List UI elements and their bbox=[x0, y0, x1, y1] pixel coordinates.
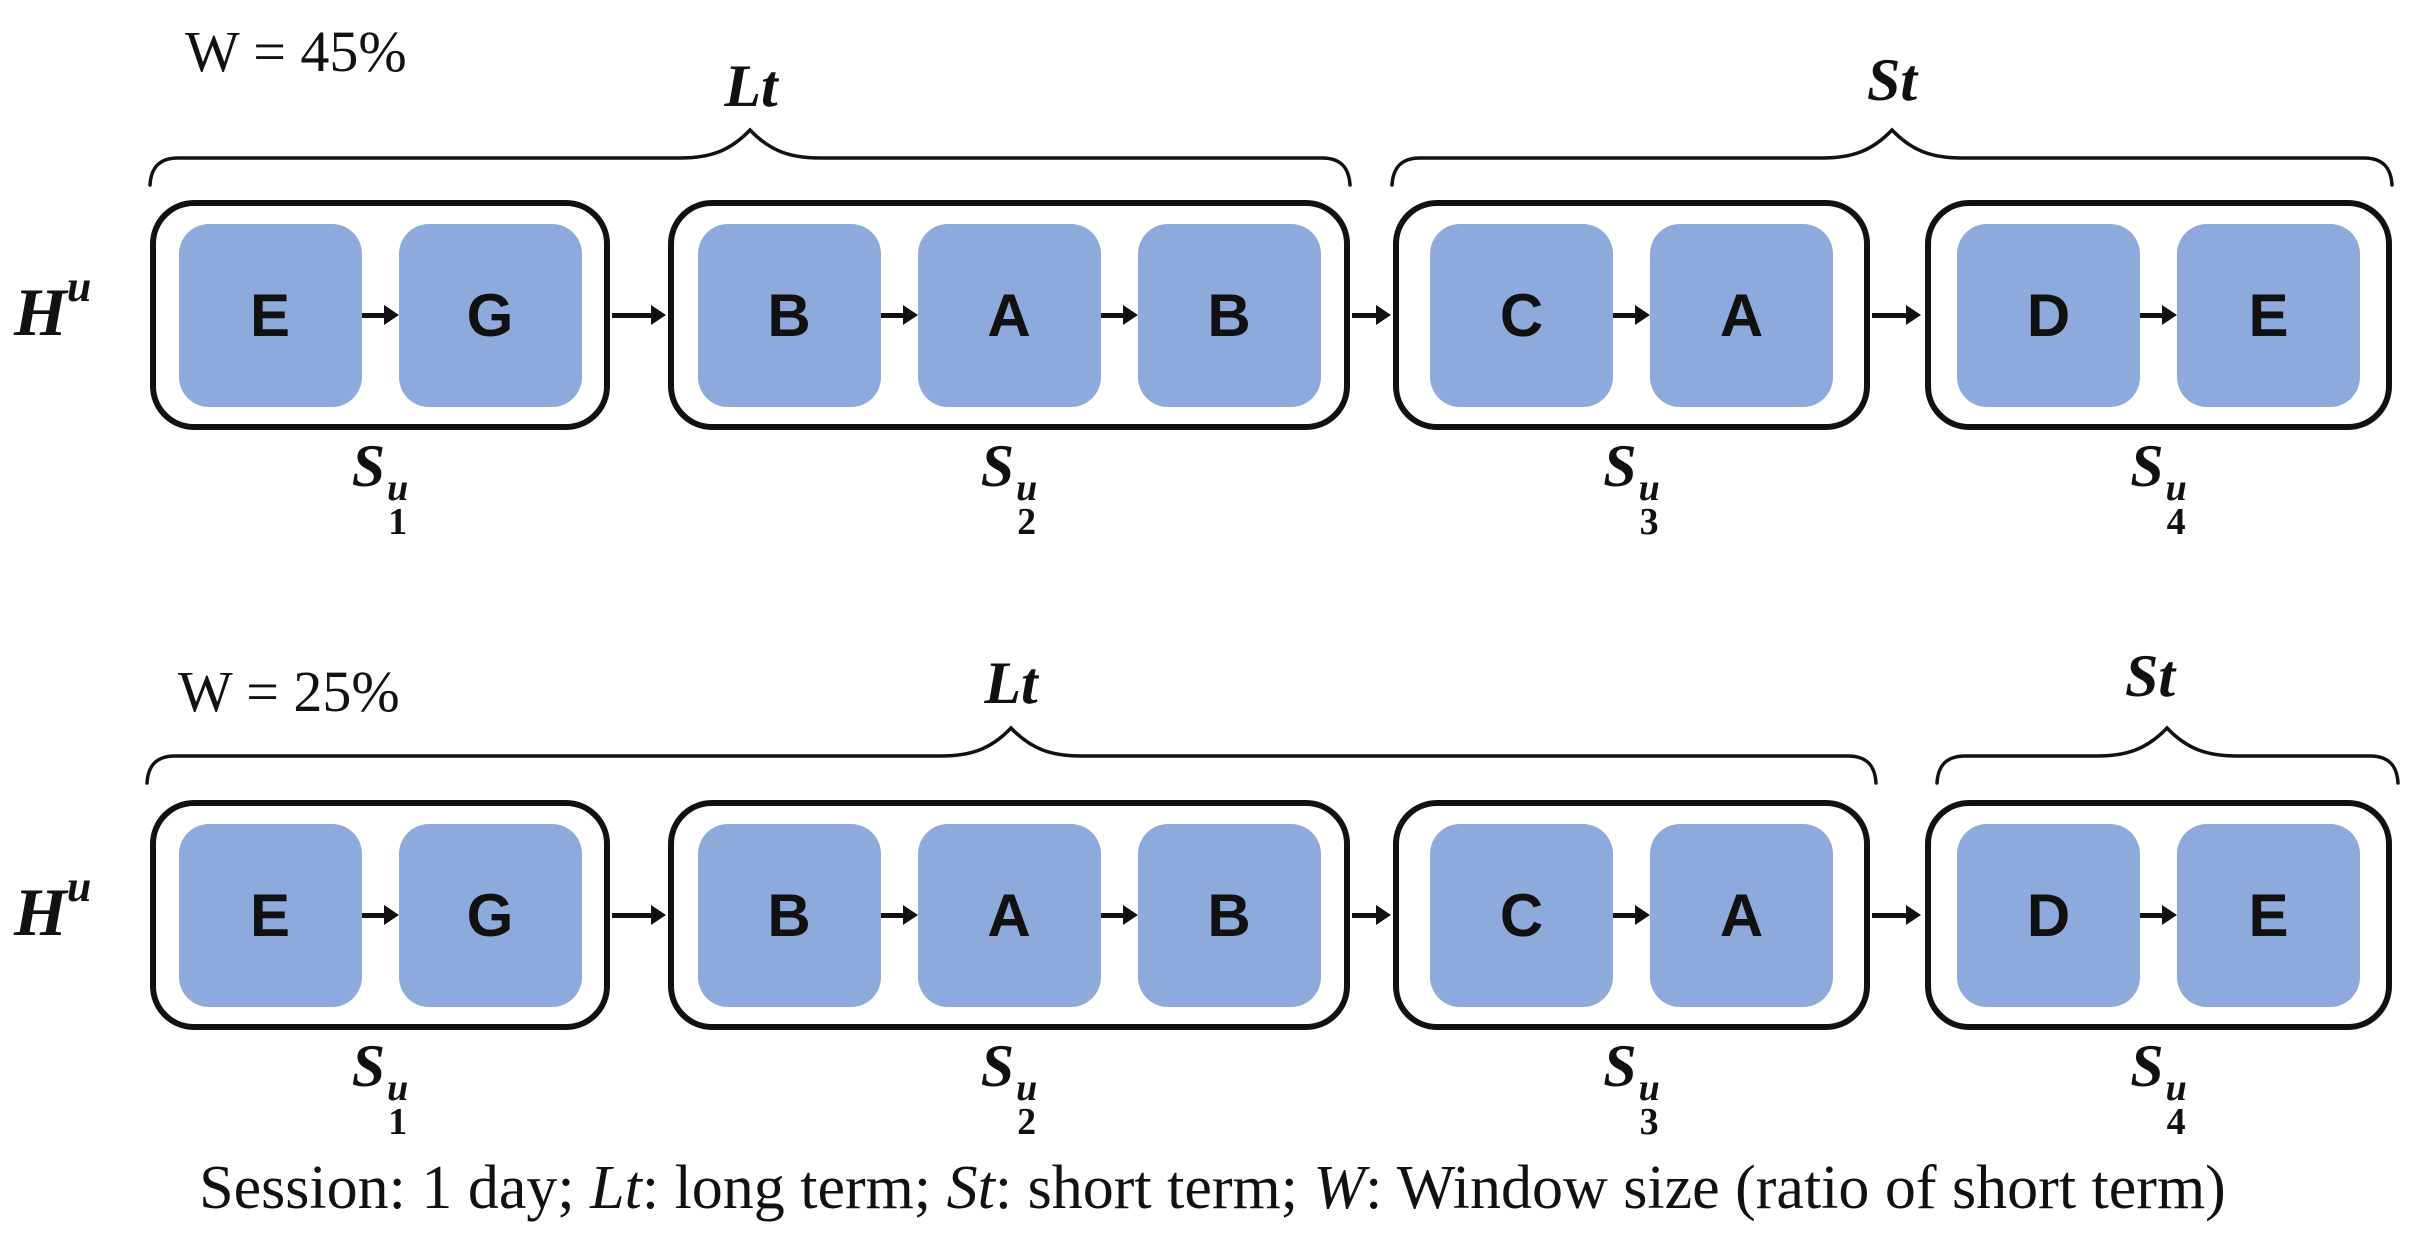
caption-text: Session: 1 day; bbox=[199, 1154, 591, 1222]
history-label-sup: u bbox=[66, 262, 92, 311]
item-arrow bbox=[1613, 905, 1650, 925]
item-arrow bbox=[880, 905, 918, 925]
session-arrow bbox=[1872, 904, 1921, 926]
session-box: B A B bbox=[668, 800, 1350, 1030]
session-box: D E bbox=[1925, 200, 2392, 430]
long-term-brace bbox=[148, 127, 1352, 187]
session-item: A bbox=[1650, 823, 1833, 1007]
session-item: E bbox=[2177, 223, 2360, 407]
long-term-label: Lt bbox=[724, 53, 778, 119]
session-item: B bbox=[1137, 823, 1321, 1007]
session-box: E G bbox=[150, 200, 610, 430]
session-item: E bbox=[2177, 823, 2360, 1007]
item-arrow bbox=[1613, 305, 1650, 325]
item-arrow bbox=[1100, 905, 1138, 925]
caption-text: : long term; bbox=[641, 1154, 947, 1222]
history-label: Hu bbox=[14, 265, 91, 347]
short-term-label: St bbox=[1866, 47, 1918, 113]
session-item: B bbox=[697, 823, 881, 1007]
short-term-label: St bbox=[2124, 643, 2176, 709]
session-arrow bbox=[1352, 904, 1391, 926]
session-box: E G bbox=[150, 800, 610, 1030]
item-arrow bbox=[361, 905, 399, 925]
item-arrow bbox=[361, 305, 399, 325]
history-label-base: H bbox=[14, 874, 67, 950]
caption-text: : Window size (ratio of short term) bbox=[1365, 1154, 2226, 1222]
history-label-sup: u bbox=[66, 862, 92, 911]
session-arrow bbox=[1352, 304, 1391, 326]
item-arrow bbox=[2140, 305, 2177, 325]
item-arrow bbox=[2140, 905, 2177, 925]
session-item: A bbox=[917, 223, 1101, 407]
item-arrow bbox=[1100, 305, 1138, 325]
session-box: B A B bbox=[668, 200, 1350, 430]
session-item: A bbox=[1650, 223, 1833, 407]
figure-caption: Session: 1 day; Lt: long term; St: short… bbox=[0, 1148, 2425, 1229]
session-arrow bbox=[1872, 304, 1921, 326]
history-label-base: H bbox=[14, 274, 67, 350]
caption-w-abbrev: W bbox=[1313, 1154, 1366, 1222]
session-item: B bbox=[1137, 223, 1321, 407]
short-term-brace bbox=[1390, 127, 2394, 187]
window-size-label: W = 25% bbox=[178, 659, 400, 724]
caption-text: : short term; bbox=[994, 1154, 1314, 1222]
session-item: D bbox=[1957, 823, 2140, 1007]
session-item: E bbox=[178, 823, 362, 1007]
long-term-brace bbox=[145, 725, 1878, 785]
caption-lt-abbrev: Lt bbox=[590, 1154, 642, 1222]
session-arrow bbox=[612, 904, 666, 926]
session-box: C A bbox=[1393, 200, 1870, 430]
long-term-label: Lt bbox=[984, 650, 1038, 716]
session-item: A bbox=[917, 823, 1101, 1007]
session-item: G bbox=[398, 823, 582, 1007]
session-box: C A bbox=[1393, 800, 1870, 1030]
session-item: C bbox=[1430, 223, 1613, 407]
caption-st-abbrev: St bbox=[946, 1154, 995, 1222]
session-item: B bbox=[697, 223, 881, 407]
window-size-label: W = 45% bbox=[185, 19, 407, 84]
item-arrow bbox=[880, 305, 918, 325]
session-item: C bbox=[1430, 823, 1613, 1007]
short-term-brace bbox=[1935, 725, 2400, 785]
session-box: D E bbox=[1925, 800, 2392, 1030]
history-label: Hu bbox=[14, 865, 91, 947]
session-item: E bbox=[178, 223, 362, 407]
session-item: D bbox=[1957, 223, 2140, 407]
session-arrow bbox=[612, 304, 666, 326]
session-item: G bbox=[398, 223, 582, 407]
